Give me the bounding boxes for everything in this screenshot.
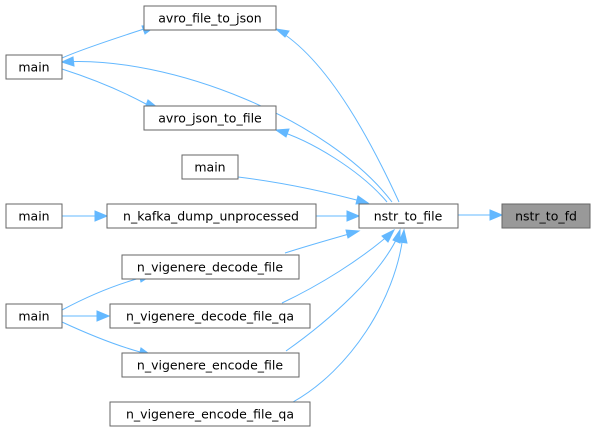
edge-decode-file-qa-to-nstr-to-file — [281, 228, 396, 304]
node-main-4[interactable]: main — [5, 303, 63, 329]
edge-main4-to-decode-file-qa — [62, 310, 111, 322]
edge-main1-to-avro-file-to-json — [61, 24, 159, 59]
edge-main1-to-nstr-to-file — [60, 56, 393, 203]
node-n-vigenere-encode-file-qa[interactable]: n_vigenere_encode_file_qa — [109, 401, 311, 427]
edge-main1-to-avro-json-to-file — [61, 68, 160, 109]
node-n-kafka-dump-unprocessed[interactable]: n_kafka_dump_unprocessed — [106, 203, 317, 229]
edge-avro-json-to-file-to-nstr-to-file — [274, 128, 388, 203]
node-label: n_vigenere_encode_file — [137, 358, 283, 373]
node-label: avro_file_to_json — [158, 11, 261, 26]
edge-main2-to-nstr-to-file — [237, 176, 370, 205]
edge-encode-file-to-nstr-to-file — [285, 228, 401, 352]
node-label: n_vigenere_encode_file_qa — [126, 407, 294, 422]
node-label: main — [18, 309, 49, 324]
node-label: main — [194, 160, 225, 175]
edge-decode-file-to-nstr-to-file — [284, 229, 361, 254]
node-label: main — [18, 60, 49, 75]
edge-encode-file-qa-to-nstr-to-file — [292, 228, 408, 403]
node-label: nstr_to_fd — [515, 209, 577, 224]
node-label: nstr_to_file — [374, 209, 443, 224]
node-main-2[interactable]: main — [181, 154, 239, 180]
node-avro-json-to-file[interactable]: avro_json_to_file — [143, 105, 277, 131]
node-label: n_kafka_dump_unprocessed — [123, 209, 299, 224]
edge-kafka-to-nstr-to-file — [316, 210, 361, 222]
edge-avro-file-to-json-to-nstr-to-file — [274, 28, 400, 203]
node-avro-file-to-json[interactable]: avro_file_to_json — [143, 5, 277, 31]
edge-main3-to-kafka — [62, 210, 109, 222]
node-nstr-to-fd[interactable]: nstr_to_fd — [501, 203, 591, 229]
node-n-vigenere-decode-file-qa[interactable]: n_vigenere_decode_file_qa — [109, 303, 311, 329]
node-n-vigenere-decode-file[interactable]: n_vigenere_decode_file — [121, 254, 300, 280]
node-n-vigenere-encode-file[interactable]: n_vigenere_encode_file — [121, 352, 300, 378]
node-label: n_vigenere_decode_file_qa — [126, 309, 294, 324]
node-label: avro_json_to_file — [158, 111, 262, 126]
node-main-3[interactable]: main — [5, 203, 63, 229]
node-main-1[interactable]: main — [5, 54, 63, 80]
node-nstr-to-file[interactable]: nstr_to_file — [358, 203, 459, 229]
node-label: n_vigenere_decode_file — [137, 260, 283, 275]
node-label: main — [18, 209, 49, 224]
edge-nstr-to-file-to-nstr-to-fd — [458, 209, 504, 221]
